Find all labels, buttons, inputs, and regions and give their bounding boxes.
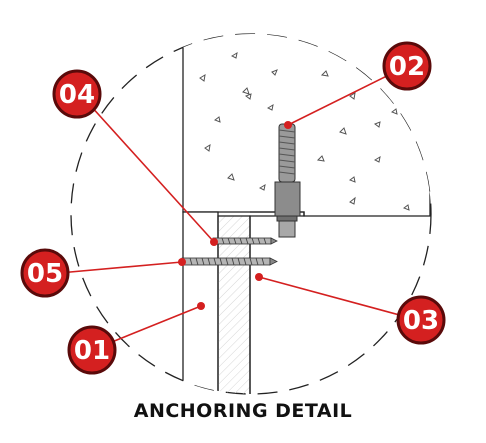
callout-05: 05 bbox=[20, 248, 70, 298]
callout-05-label: 05 bbox=[27, 259, 63, 289]
callout-02-label: 02 bbox=[389, 52, 425, 82]
angle-bracket bbox=[249, 211, 305, 394]
screw-icon bbox=[212, 237, 278, 245]
diagram-title: ANCHORING DETAIL bbox=[133, 400, 353, 422]
callout-03: 03 bbox=[396, 295, 446, 345]
leader-dot-icon bbox=[210, 238, 218, 246]
callout-01: 01 bbox=[67, 325, 117, 375]
insulation-layer bbox=[217, 215, 251, 394]
callout-01-label: 01 bbox=[74, 336, 110, 366]
leader-dot-icon bbox=[197, 302, 205, 310]
callout-04-label: 04 bbox=[59, 80, 95, 110]
leader-dot-icon bbox=[178, 258, 186, 266]
callout-04: 04 bbox=[52, 69, 102, 119]
leader-dot-icon bbox=[255, 273, 263, 281]
leader-dot-icon bbox=[284, 121, 292, 129]
screw-icon bbox=[181, 257, 278, 266]
threaded-anchor-bolt-icon bbox=[274, 123, 301, 238]
callout-03-label: 03 bbox=[403, 306, 439, 336]
callout-02: 02 bbox=[382, 41, 432, 91]
